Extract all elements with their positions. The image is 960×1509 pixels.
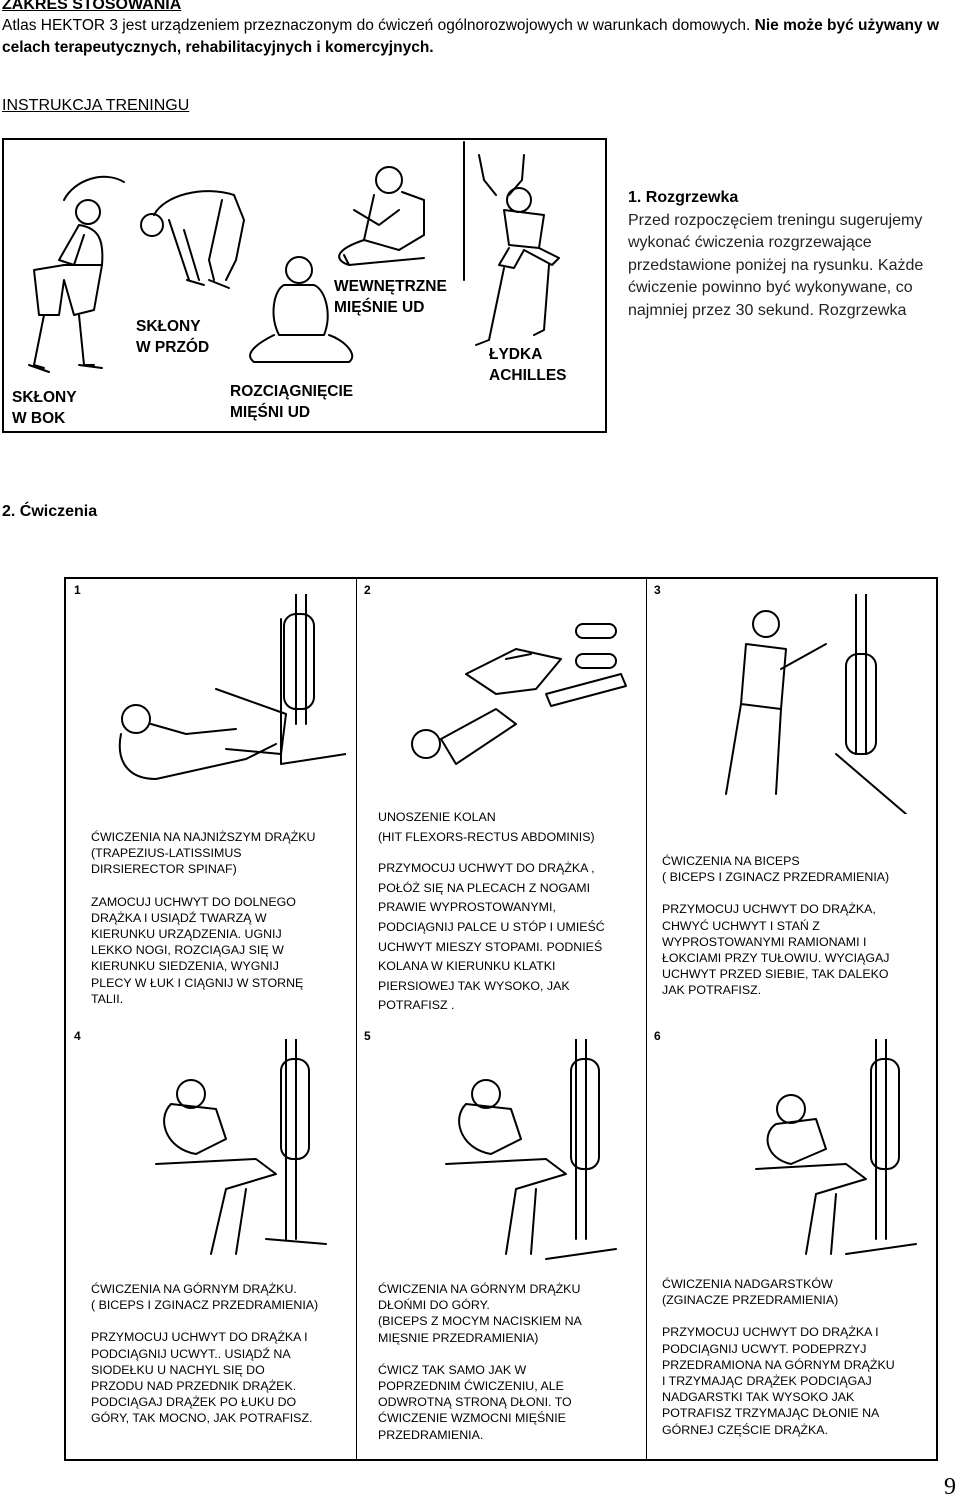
label-calf-2: ACHILLES bbox=[489, 367, 567, 384]
label-thigh-stretch-2: MIĘŚNI UD bbox=[230, 403, 310, 421]
exercise-3-number: 3 bbox=[654, 583, 661, 597]
exercise-6-illustration bbox=[755, 1039, 917, 1255]
exercise-4-illustration bbox=[155, 1039, 327, 1255]
intro-normal: Atlas HEKTOR 3 jest urządzeniem przeznac… bbox=[2, 17, 751, 34]
label-forward-bends-1: SKŁONY bbox=[136, 318, 201, 335]
label-inner-thigh-1: WEWNĘTRZNE bbox=[334, 278, 447, 295]
thigh-stretch-figure bbox=[249, 256, 354, 363]
exercise-4-number: 4 bbox=[74, 1029, 81, 1043]
calf-stretch-figure bbox=[463, 141, 560, 346]
exercise-1-illustration bbox=[118, 594, 346, 780]
exercise-2-illustration bbox=[411, 623, 627, 765]
exercise-1-text: ĆWICZENIA NA NAJNIŻSZYM DRĄŻKU (TRAPEZIU… bbox=[91, 830, 316, 1006]
exercise-5-text: ĆWICZENIA NA GÓRNYM DRĄŻKU DŁOŃMI DO GÓR… bbox=[378, 1282, 582, 1442]
intro-bold: Nie może być używany w celach terapeutyc… bbox=[2, 17, 940, 56]
section-title: ZAKRES STOSOWANIA bbox=[2, 0, 182, 13]
warmup-illustration: SKŁONY W BOK SKŁONY W PRZÓD ROZCIĄGNIĘCI… bbox=[2, 138, 607, 433]
warmup-description: 1. Rozgrzewka Przed rozpoczęciem trening… bbox=[628, 187, 958, 323]
exercise-3-illustration bbox=[725, 594, 907, 814]
label-calf-1: ŁYDKA bbox=[489, 346, 542, 363]
exercise-6-number: 6 bbox=[654, 1029, 661, 1043]
forward-bend-figure bbox=[140, 190, 245, 289]
exercise-3-text: ĆWICZENIA NA BICEPS ( BICEPS I ZGINACZ P… bbox=[662, 854, 890, 998]
grid-divider-1 bbox=[356, 579, 357, 1459]
exercise-2-number: 2 bbox=[364, 583, 371, 597]
intro-paragraph: Atlas HEKTOR 3 jest urządzeniem przeznac… bbox=[2, 15, 958, 59]
exercise-1-number: 1 bbox=[74, 583, 81, 597]
grid-divider-2 bbox=[646, 579, 647, 1459]
exercise-5-illustration bbox=[445, 1039, 617, 1260]
instruction-heading: INSTRUKCJA TRENINGU bbox=[2, 97, 190, 114]
exercise-5-number: 5 bbox=[364, 1029, 371, 1043]
side-bend-figure bbox=[28, 175, 125, 373]
inner-thigh-figure bbox=[338, 166, 425, 266]
label-inner-thigh-2: MIĘŚNIE UD bbox=[334, 298, 424, 316]
warmup-body: Przed rozpoczęciem treningu sugerujemy w… bbox=[628, 211, 924, 319]
label-thigh-stretch-1: ROZCIĄGNIĘCIE bbox=[230, 383, 353, 400]
label-side-bends-1: SKŁONY bbox=[12, 389, 77, 406]
page-number: 9 bbox=[944, 1474, 956, 1500]
exercise-2-text: UNOSZENIE KOLAN (HIT FLEXORS-RECTUS ABDO… bbox=[378, 810, 605, 1013]
exercises-grid: 1 2 3 ĆWICZENIA NA NAJNIŻSZYM DRĄŻKU (TR… bbox=[64, 577, 938, 1461]
label-side-bends-2: W BOK bbox=[12, 410, 66, 427]
exercise-6-text: ĆWICZENIA NADGARSTKÓW (ZGINACZE PRZEDRAM… bbox=[662, 1277, 895, 1437]
exercise-4-text: ĆWICZENIA NA GÓRNYM DRĄŻKU. ( BICEPS I Z… bbox=[91, 1282, 319, 1426]
label-forward-bends-2: W PRZÓD bbox=[136, 338, 209, 356]
exercises-heading: 2. Ćwiczenia bbox=[2, 503, 98, 520]
warmup-heading: 1. Rozgrzewka bbox=[628, 189, 739, 206]
